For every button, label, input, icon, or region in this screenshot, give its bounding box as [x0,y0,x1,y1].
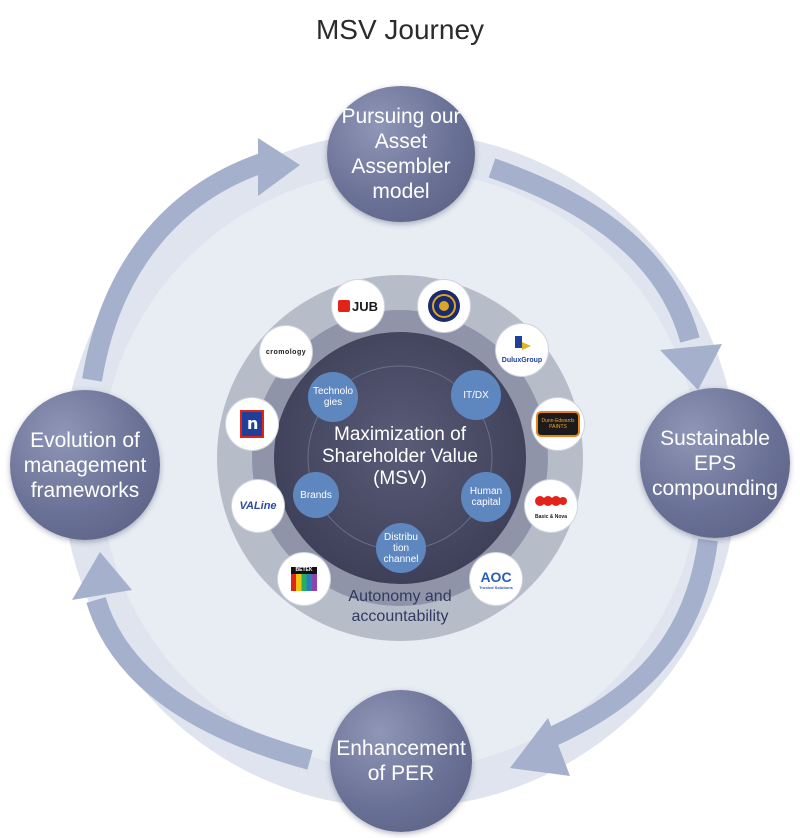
core-label: Maximization of Shareholder Value (MSV) [322,424,478,489]
arrow-top-to-right-head [660,344,722,390]
logo-betek-text: BETEK [291,567,317,574]
logo-cromology: cromology [260,326,312,378]
pillar-human-capital: Human capital [461,472,511,522]
pillar-distribution-channel: Distribu tion channel [376,523,426,573]
arrow-right-to-bottom [536,538,718,752]
logo-seal [418,280,470,332]
arrow-right-to-bottom-head [510,718,570,776]
logo-betek-mark: BETEK [291,567,317,591]
arrow-bottom-to-left [86,596,313,770]
node-asset-assembler: Pursuing our Asset Assembler model [327,86,475,222]
logo-nippon: n [226,398,278,450]
logo-dunn-edwards-text: Dunn-Edwards PAINTS [541,418,575,430]
logo-cromology-text: cromology [265,348,307,356]
logo-valinea-text: VALine [239,500,277,512]
logo-dunn-edwards: Dunn-Edwards PAINTS [532,398,584,450]
node-eps-compounding-label: Sustainable EPS compounding [651,426,779,500]
pillar-it-dx: IT/DX [451,370,501,420]
arrow-bottom-to-left-head [72,552,132,600]
node-management-frameworks: Evolution of management frameworks [10,390,160,540]
page-title: MSV Journey [315,14,485,45]
pillar-brands: Brands [293,472,339,518]
autonomy-label: Autonomy and accountability [348,588,452,625]
node-asset-assembler-label: Pursuing our Asset Assembler model [341,105,461,203]
logo-aoc: AOC Trusted Solutions [470,553,522,605]
logo-duluxgroup-text: DuluxGroup [501,357,543,364]
logo-betek: BETEK [278,553,330,605]
node-per-enhancement: Enhancement of PER [330,690,472,832]
pillar-technologies: Technolo gies [308,372,358,422]
arrow-left-to-top [82,153,266,382]
logo-jub-text: JUB [351,298,378,314]
logo-aoc-text: AOC [480,568,512,585]
node-eps-compounding: Sustainable EPS compounding [640,388,790,538]
arrow-left-to-top-head [258,138,300,196]
logo-basic-nova: Basic & Nova [525,480,577,532]
logo-nippon-mark: n [240,410,264,438]
logo-basic-nova-mark [535,495,567,506]
node-per-enhancement-label: Enhancement of PER [336,737,466,785]
logo-dunn-edwards-badge: Dunn-Edwards PAINTS [536,411,580,437]
logo-valinea: VALine [232,480,284,532]
node-management-frameworks-label: Evolution of management frameworks [23,428,147,502]
arrow-top-to-right [488,158,700,343]
logo-duluxgroup: DuluxGroup [496,324,548,376]
logo-aoc-sub: Trusted Solutions [479,584,513,590]
logo-jub: JUB [332,280,384,332]
logo-basic-nova-text: Basic & Nova [535,513,567,520]
logo-duluxgroup-mark [514,336,531,350]
logo-seal-mark [428,290,460,322]
